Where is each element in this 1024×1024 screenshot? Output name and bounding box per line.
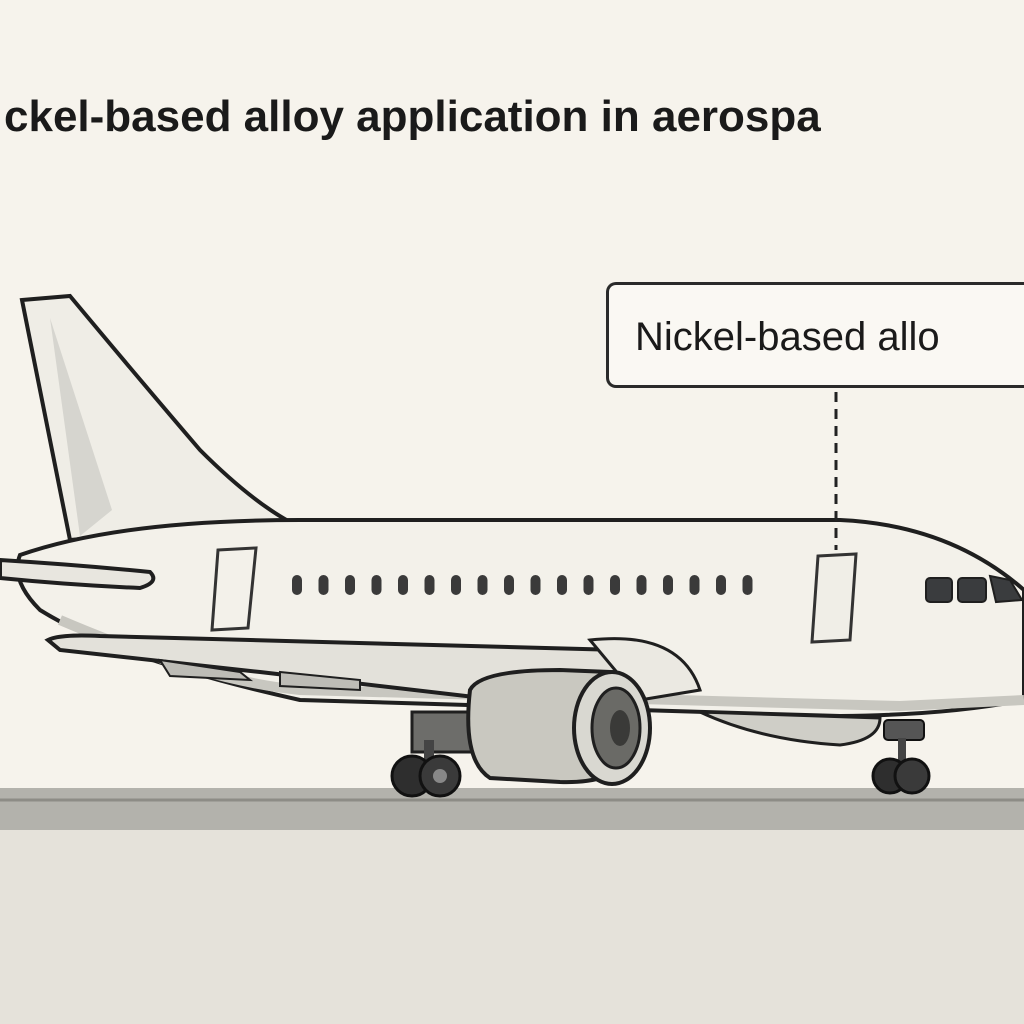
cabin-window xyxy=(318,575,329,595)
cabin-window xyxy=(663,575,673,595)
tail-fin xyxy=(19,293,297,543)
cabin-window xyxy=(530,575,541,595)
cabin-window xyxy=(398,575,408,595)
cabin-window xyxy=(742,575,753,595)
cabin-window xyxy=(504,575,514,595)
cabin-windows xyxy=(292,575,753,595)
cabin-window xyxy=(636,575,647,595)
page-title: ckel-based alloy application in aerospa xyxy=(4,92,821,141)
horizontal-stabilizer xyxy=(0,557,156,591)
nose-landing-gear xyxy=(871,719,931,795)
cabin-window xyxy=(424,575,435,595)
cabin-window xyxy=(610,575,620,595)
engine xyxy=(410,667,652,786)
cabin-window xyxy=(557,575,567,595)
callout-label: Nickel-based allo xyxy=(635,315,940,359)
cabin-window xyxy=(345,575,355,595)
cabin-window xyxy=(689,575,700,595)
cabin-window xyxy=(451,575,461,595)
front-door xyxy=(810,552,858,644)
cabin-window xyxy=(583,575,594,595)
main-landing-gear xyxy=(390,740,462,798)
cabin-window xyxy=(292,575,302,595)
cabin-window xyxy=(477,575,488,595)
cabin-window xyxy=(716,575,726,595)
ground xyxy=(0,830,1024,1024)
ground-strip xyxy=(0,788,1024,830)
cockpit-windows xyxy=(925,574,1024,604)
callout-box: Nickel-based allo xyxy=(606,282,1024,388)
cabin-window xyxy=(371,575,382,595)
rear-door xyxy=(210,546,258,632)
